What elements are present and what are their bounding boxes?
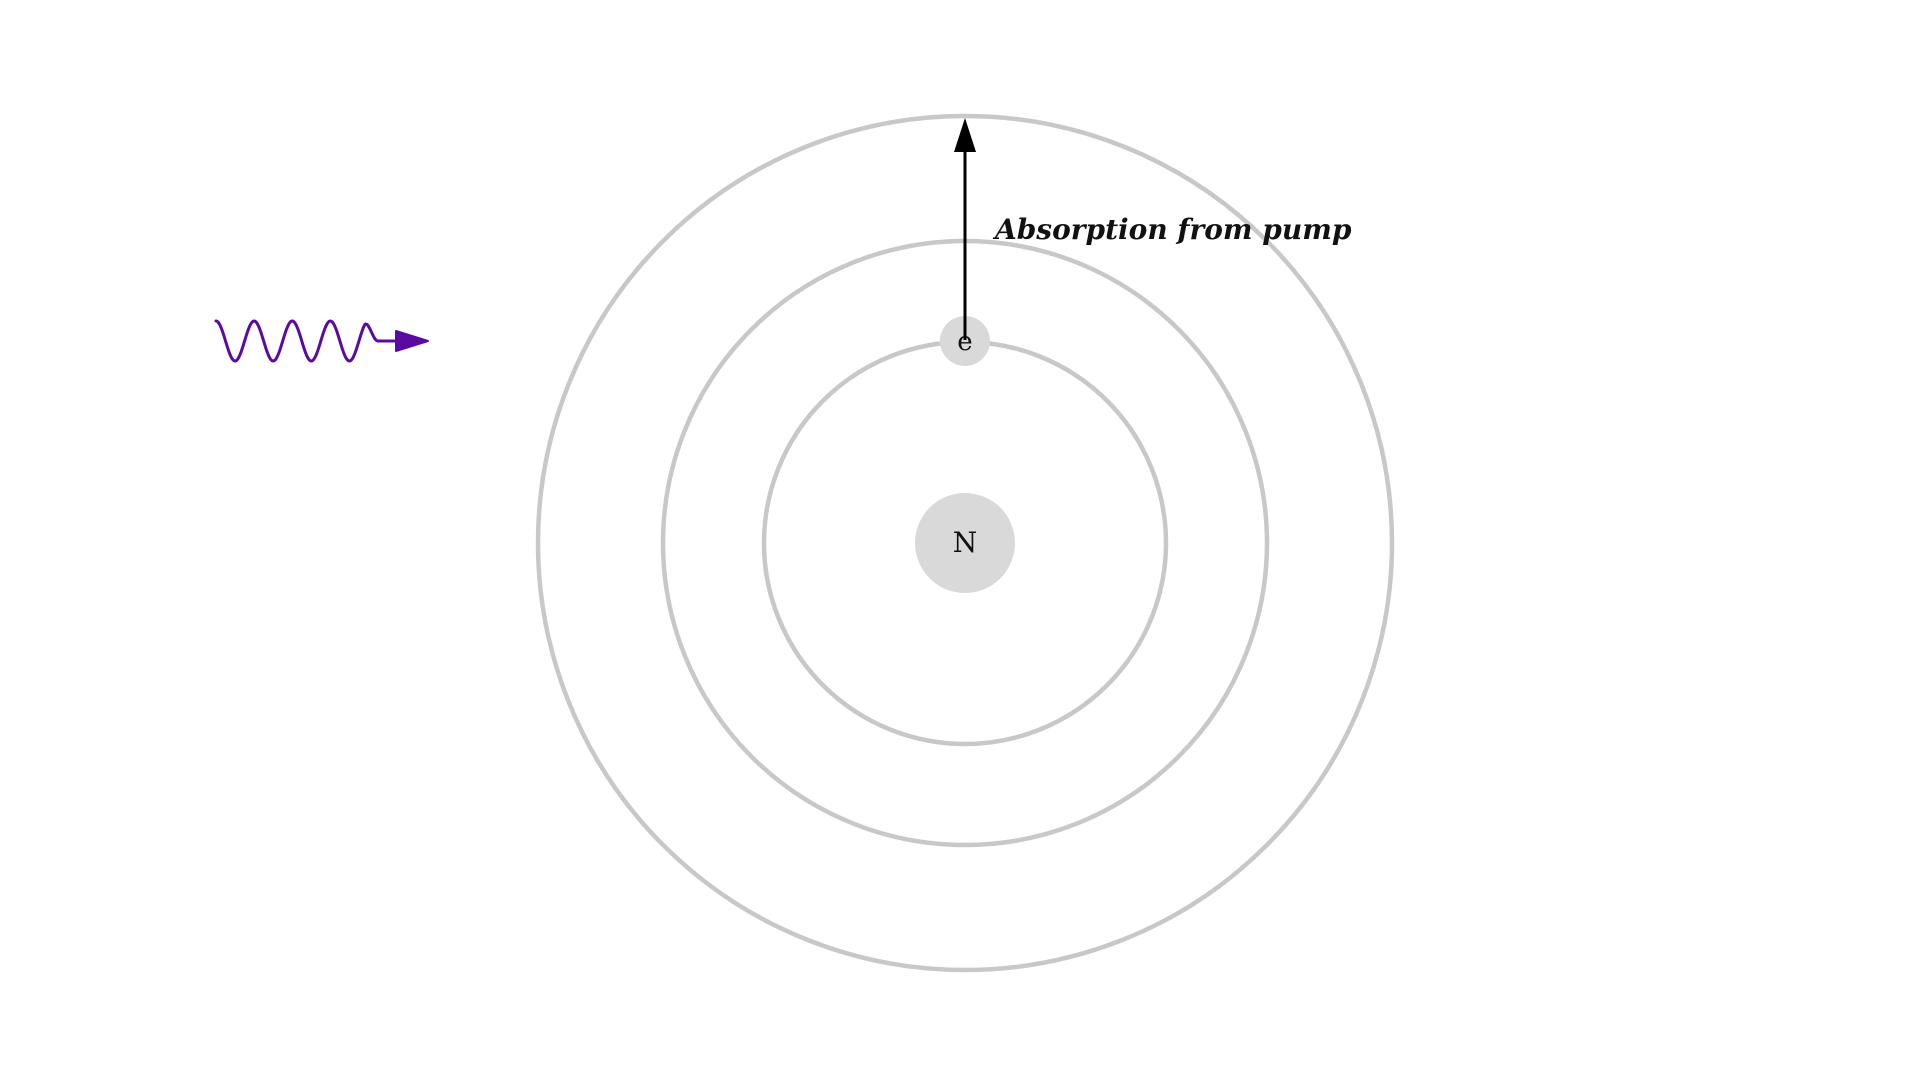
nucleus — [915, 493, 1015, 593]
outer-orbit — [535, 113, 1395, 973]
electron-label: e — [957, 327, 972, 357]
transition-label: Absorption from pump — [992, 213, 1352, 246]
wavy-arrow-icon — [214, 319, 429, 363]
up-arrow-icon — [954, 118, 976, 340]
nucleus-label: N — [953, 526, 978, 559]
electron — [940, 316, 990, 366]
